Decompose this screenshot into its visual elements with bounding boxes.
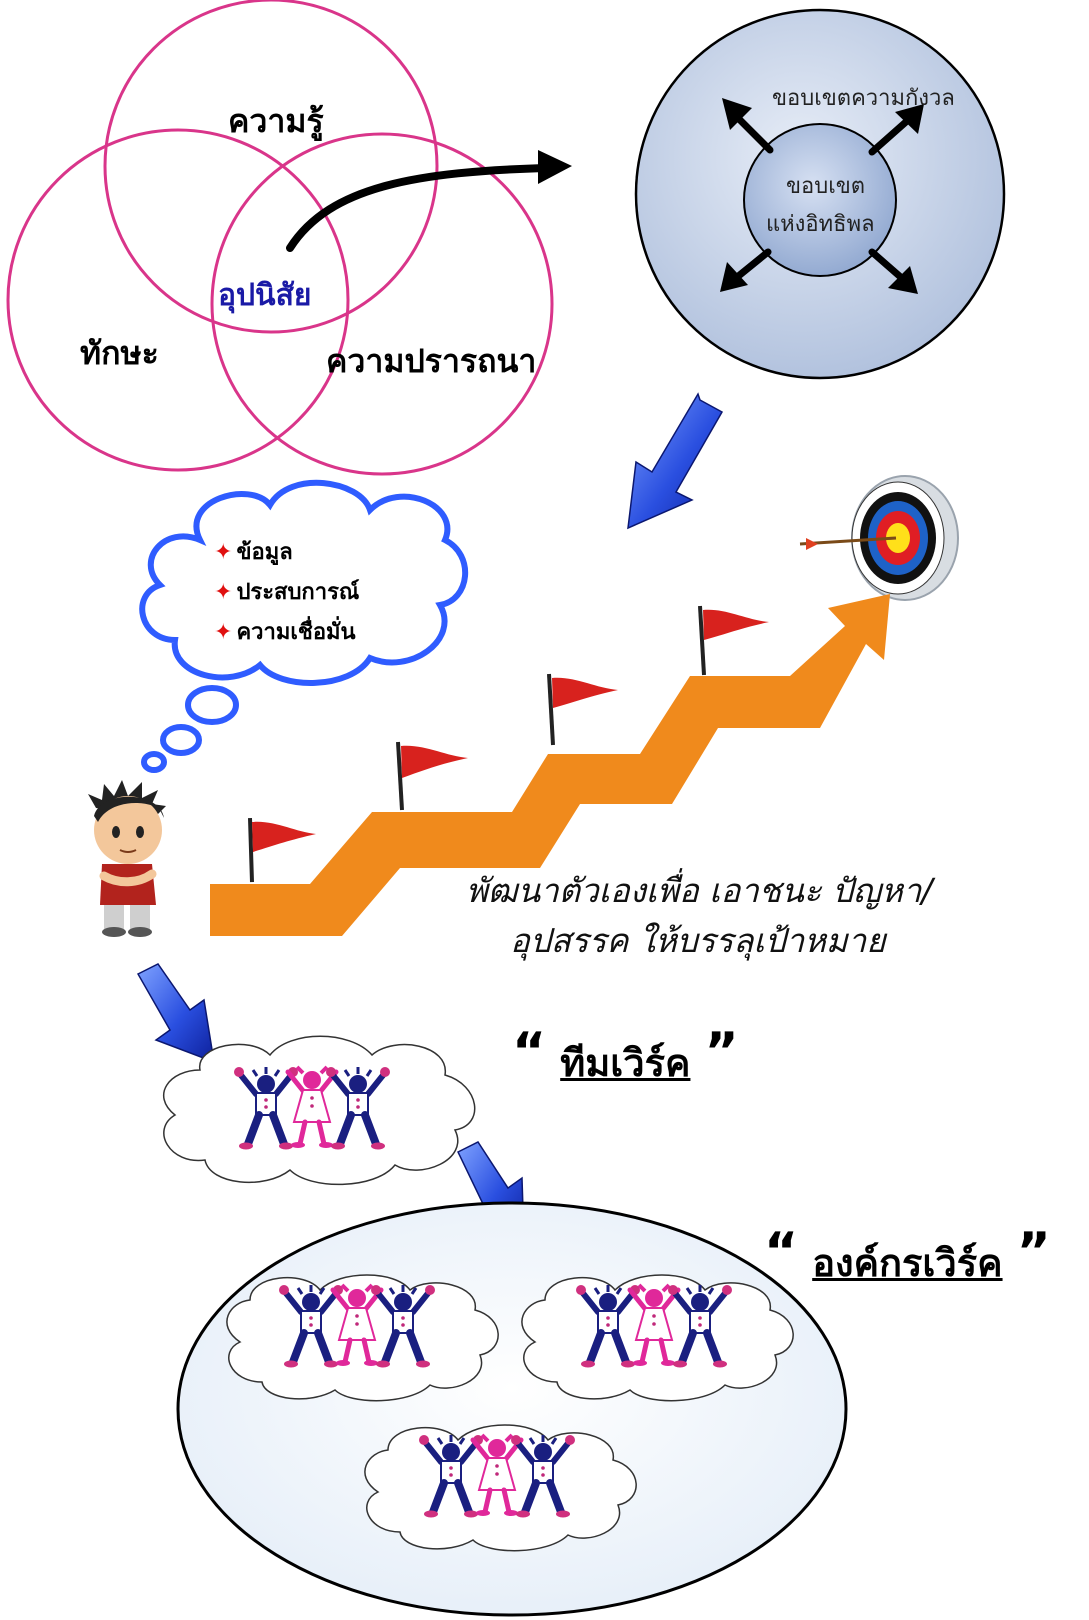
open-quote: “ [764,1222,799,1282]
staircase-caption-line1: พัฒนาตัวเองเพื่อ เอาชนะ ปัญหา/ [466,871,933,910]
archery-target [799,475,959,601]
organization-oval [176,1201,848,1617]
orgwork-title: “องค์กรเวิร์ค” [764,1226,1051,1293]
close-quote: ” [1016,1222,1051,1282]
close-quote: ” [704,1022,739,1082]
thought-bubble [139,479,469,773]
venn-circle-skill [6,128,350,472]
thought-item-1: ✦ข้อมูล [214,534,293,569]
flag-4 [698,605,769,676]
thought-item-2: ✦ประสบการณ์ [214,574,359,609]
org-team-cloud-3 [364,1424,637,1552]
venn-circle-desire [210,132,554,476]
thought-item-3: ✦ความเชื่อมั่น [214,614,356,649]
staircase-arrow [210,594,890,936]
blue-arrow-down-1 [627,392,724,530]
org-team-cloud-2 [521,1274,794,1402]
star-bullet-icon: ✦ [214,540,233,565]
venn-label-skill: ทักษะ [80,334,159,372]
org-team-cloud-1 [226,1274,499,1402]
staircase-caption-line2: อุปสรรค ให้บรรลุเป้าหมาย [510,921,886,960]
flag-1 [248,817,316,883]
star-bullet-icon: ✦ [214,580,233,605]
cartoon-boy [88,780,166,937]
teamwork-cloud [162,1035,476,1186]
thought-item-2-text: ประสบการณ์ [236,580,360,605]
circle-of-concern-label: ขอบเขตความกังวล [772,86,955,111]
venn-label-habit: อุปนิสัย [218,278,312,313]
venn-label-desire: ความปรารถนา [326,342,537,380]
curved-arrow [286,150,572,252]
venn-diagram [6,0,554,476]
open-quote: “ [512,1022,547,1082]
thought-item-1-text: ข้อมูล [236,540,293,565]
blue-arrow-down-2 [136,963,215,1064]
flag-3 [547,673,618,746]
orgwork-label: องค์กรเวิร์ค [812,1241,1003,1285]
circle-of-concern [634,8,1006,380]
circle-of-influence-label-line1: ขอบเขต [786,174,866,199]
flag-2 [396,741,468,811]
star-bullet-icon: ✦ [214,620,233,645]
thought-item-3-text: ความเชื่อมั่น [236,620,356,645]
venn-circle-knowledge [103,0,439,334]
teamwork-title: “ทีมเวิร์ค” [512,1026,739,1093]
flags [248,605,769,883]
circle-of-influence-label-line2: แห่งอิทธิพล [766,212,875,237]
venn-label-knowledge: ความรู้ [228,102,324,140]
teamwork-label: ทีมเวิร์ค [560,1041,691,1085]
